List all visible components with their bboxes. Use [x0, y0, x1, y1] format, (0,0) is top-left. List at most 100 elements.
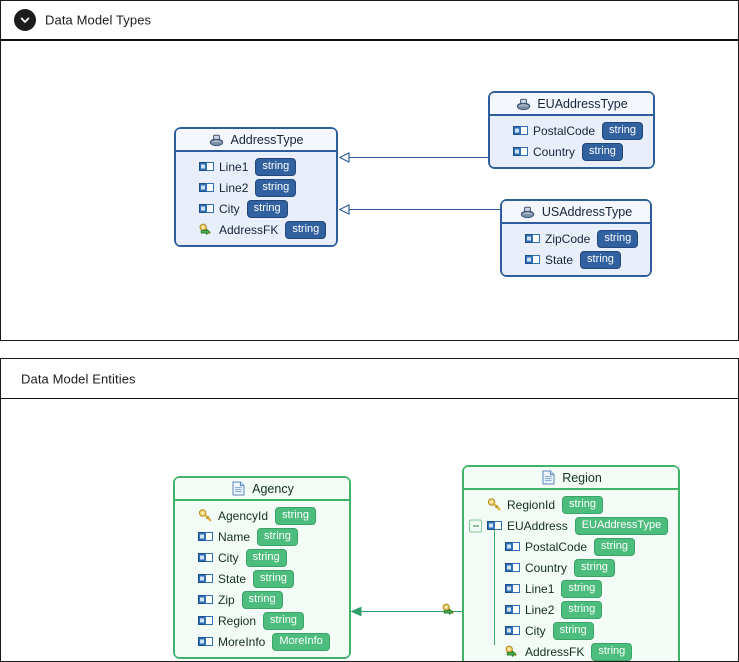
connector-region-to-agency: [351, 606, 471, 617]
field-type-badge: EUAddressType: [574, 516, 669, 535]
field-type-badge: string: [561, 600, 603, 619]
field-name: Region: [218, 613, 257, 628]
tree-connector-line: [494, 521, 495, 645]
attribute-icon: [197, 614, 213, 628]
field-name: MoreInfo: [218, 634, 266, 649]
field-type-badge: string: [561, 579, 603, 598]
field-name: Name: [218, 529, 251, 544]
field-type-badge: string: [263, 611, 304, 630]
type-package-icon: [209, 133, 225, 147]
entity-box-euaddresstype[interactable]: EUAddressType PostalCode string: [488, 91, 655, 169]
entity-box-region[interactable]: Region Regio: [462, 465, 680, 661]
field-row[interactable]: EUAddress EUAddressType: [464, 515, 678, 536]
panel-data-model-entities: Data Model Entities: [0, 358, 739, 662]
field-name: PostalCode: [525, 539, 588, 554]
panel-header-entities: Data Model Entities: [1, 359, 738, 399]
connector-euaddresstype-to-addresstype: [339, 152, 489, 163]
field-row[interactable]: State string: [502, 249, 650, 270]
field-name: Line2: [219, 180, 249, 195]
attribute-icon: [197, 551, 213, 565]
entity-name: Agency: [252, 481, 294, 496]
attribute-icon: [197, 593, 213, 607]
entity-document-icon: [540, 470, 556, 485]
entity-fields-addresstype: Line1 string Line2 string: [176, 152, 336, 245]
entity-box-agency[interactable]: Agency AgencyId string: [173, 476, 351, 659]
field-type-badge: string: [582, 142, 623, 161]
field-type-badge: string: [562, 495, 603, 514]
field-row[interactable]: Zip string: [175, 589, 349, 610]
field-row[interactable]: Country string: [490, 141, 653, 162]
inheritance-arrowhead-icon: [339, 204, 350, 215]
field-row[interactable]: AddressFK string: [464, 641, 678, 661]
entity-name: AddressType: [230, 132, 304, 147]
entity-title-usaddresstype: USAddressType: [502, 201, 650, 224]
field-row[interactable]: Region string: [175, 610, 349, 631]
field-row[interactable]: Line2 string: [464, 599, 678, 620]
attribute-icon: [504, 561, 520, 575]
field-name: AddressFK: [525, 644, 585, 659]
attribute-icon: [512, 145, 528, 159]
field-type-badge: string: [246, 199, 288, 218]
types-canvas: AddressType Line1 string: [1, 41, 738, 340]
field-row[interactable]: Line1 string: [176, 156, 336, 177]
field-row[interactable]: MoreInfo MoreInfo: [175, 631, 349, 652]
entity-box-addresstype[interactable]: AddressType Line1 string: [174, 127, 338, 247]
field-row[interactable]: City string: [175, 547, 349, 568]
field-row[interactable]: Line2 string: [176, 177, 336, 198]
attribute-icon: [198, 202, 214, 216]
collapse-minus-icon[interactable]: [469, 519, 482, 532]
field-name: ZipCode: [545, 231, 591, 246]
field-type-badge: string: [241, 590, 283, 609]
chevron-down-icon[interactable]: [14, 9, 36, 31]
field-type-badge: MoreInfo: [272, 632, 330, 651]
field-name: Line1: [219, 159, 249, 174]
primary-key-icon: [197, 509, 213, 523]
field-name: City: [525, 623, 546, 638]
field-name: State: [545, 252, 574, 267]
field-type-badge: string: [552, 621, 594, 640]
field-type-badge: string: [602, 121, 643, 140]
entity-name: EUAddressType: [537, 96, 628, 111]
connector-usaddresstype-to-addresstype: [339, 204, 501, 215]
entities-canvas: Agency AgencyId string: [1, 399, 738, 661]
field-name: RegionId: [507, 497, 556, 512]
attribute-icon: [524, 232, 540, 246]
field-type-badge: string: [253, 569, 294, 588]
entity-document-icon: [230, 481, 246, 496]
field-row[interactable]: Line1 string: [464, 578, 678, 599]
field-row[interactable]: PostalCode string: [464, 536, 678, 557]
entity-box-usaddresstype[interactable]: USAddressType ZipCode string: [500, 199, 652, 277]
attribute-icon: [512, 124, 528, 138]
field-row[interactable]: AgencyId string: [175, 505, 349, 526]
field-row[interactable]: Name string: [175, 526, 349, 547]
field-row[interactable]: State string: [175, 568, 349, 589]
field-row[interactable]: City string: [464, 620, 678, 641]
entity-fields-usaddresstype: ZipCode string State string: [502, 224, 650, 275]
field-name: EUAddress: [507, 518, 568, 533]
field-row[interactable]: PostalCode string: [490, 120, 653, 141]
field-row[interactable]: ZipCode string: [502, 228, 650, 249]
field-name: State: [218, 571, 247, 586]
panel-header-types: Data Model Types: [1, 1, 738, 41]
field-row[interactable]: City string: [176, 198, 336, 219]
entity-fields-agency: AgencyId string Name string: [175, 501, 349, 657]
field-name: Line1: [525, 581, 555, 596]
field-row[interactable]: AddressFK string: [176, 219, 336, 240]
field-type-badge: string: [257, 527, 298, 546]
field-row[interactable]: Country string: [464, 557, 678, 578]
field-name: PostalCode: [533, 123, 596, 138]
entity-title-region: Region: [464, 467, 678, 490]
attribute-icon: [504, 603, 520, 617]
connector-fk-endpoint-icon: [441, 603, 457, 621]
attribute-icon: [504, 582, 520, 596]
attribute-icon: [198, 181, 214, 195]
field-type-badge: string: [255, 157, 297, 176]
entity-title-euaddresstype: EUAddressType: [490, 93, 653, 116]
field-row[interactable]: RegionId string: [464, 494, 678, 515]
attribute-icon: [197, 530, 213, 544]
entity-name: USAddressType: [541, 204, 633, 219]
field-name: Country: [525, 560, 568, 575]
panel-title-entities: Data Model Entities: [21, 371, 136, 386]
foreign-key-icon: [504, 645, 520, 659]
field-name: AgencyId: [218, 508, 269, 523]
